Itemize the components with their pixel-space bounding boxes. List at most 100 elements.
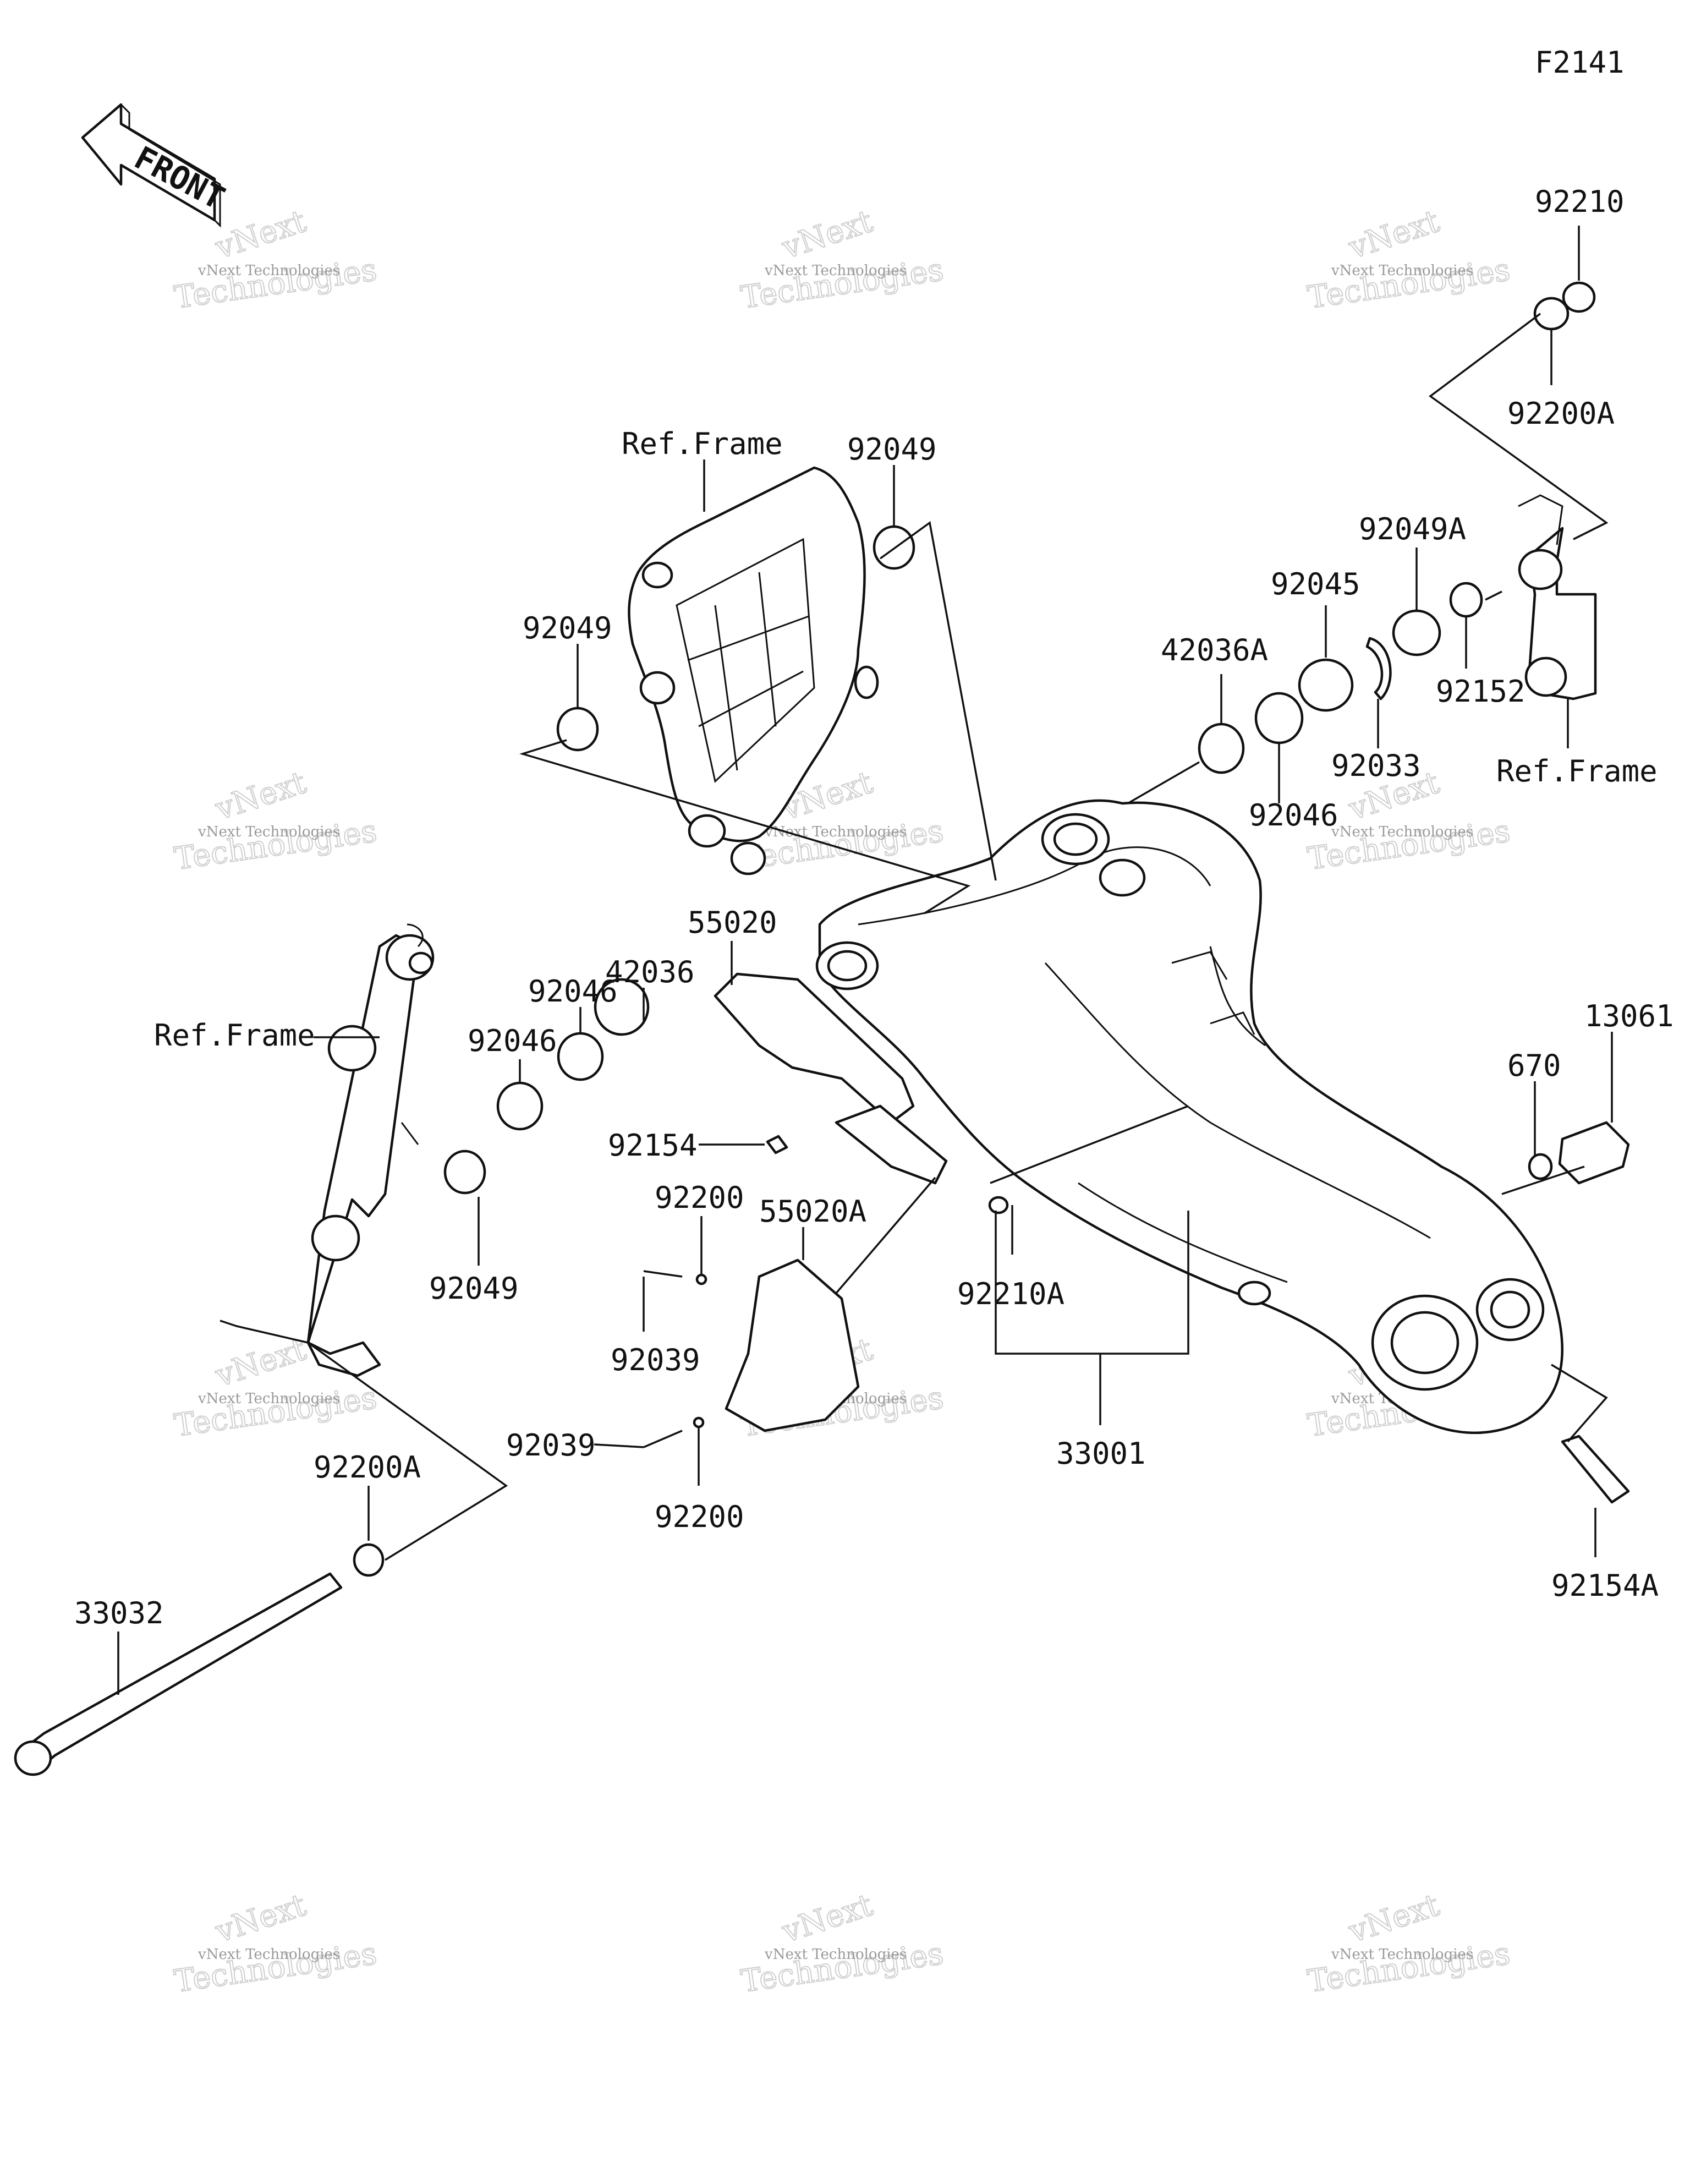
oring-670 <box>1528 1153 1553 1180</box>
callout-13061: 13061 <box>1584 999 1674 1033</box>
callout-92045: 92045 <box>1271 567 1360 601</box>
seal-92049-left <box>556 707 599 752</box>
needle-bearing-92046-b <box>496 1081 544 1131</box>
svg-text:vNext Technologies: vNext Technologies <box>764 1946 907 1963</box>
svg-text:Technologies: Technologies <box>739 1936 946 2000</box>
svg-text:vNext: vNext <box>777 1887 877 1950</box>
svg-text:Technologies: Technologies <box>1305 252 1512 316</box>
svg-text:Technologies: Technologies <box>172 1380 379 1444</box>
callout-55020a: 55020A <box>759 1194 866 1229</box>
washer-92200-upper <box>695 1273 707 1285</box>
chain-guard-55020-tail <box>835 1104 948 1185</box>
seal-92049a <box>1392 609 1441 656</box>
front-arrow-icon: FRONT <box>81 103 231 228</box>
svg-text:Technologies: Technologies <box>1305 1936 1512 2000</box>
svg-text:vNext: vNext <box>211 203 310 266</box>
svg-text:Technologies: Technologies <box>172 813 379 877</box>
bolt-92154 <box>766 1135 788 1154</box>
sleeve-42036a <box>1198 722 1245 774</box>
bolt-92154a <box>1561 1435 1630 1504</box>
sleeve-42036 <box>594 978 650 1036</box>
callout-92049-top: 92049 <box>847 432 937 467</box>
cover-55020a <box>725 1258 860 1432</box>
callout-92039-upper: 92039 <box>611 1343 700 1377</box>
svg-text:vNext: vNext <box>211 764 310 827</box>
callout-670: 670 <box>1507 1048 1561 1083</box>
watermark-4: vNext Technologies vNext Technologies <box>172 764 380 877</box>
callout-92210a: 92210A <box>957 1277 1065 1311</box>
washer-92200a-top <box>1533 297 1570 331</box>
swingarm-33001 <box>815 799 1563 1435</box>
small-parts <box>14 281 1630 1776</box>
watermark-1: vNext Technologies vNext Technologies <box>172 202 380 316</box>
svg-text:vNext Technologies: vNext Technologies <box>1331 824 1473 840</box>
axle-33032-head <box>14 1740 52 1776</box>
callout-92049-left: 92049 <box>523 611 612 645</box>
frame-bracket-left <box>306 923 435 1377</box>
svg-text:vNext Technologies: vNext Technologies <box>197 262 340 279</box>
svg-text:Technologies: Technologies <box>739 252 946 316</box>
callout-92049-bottom: 92049 <box>429 1271 519 1306</box>
callout-92200a-bottom: 92200A <box>314 1450 421 1485</box>
chain-guard-55020 <box>714 972 915 1124</box>
callout-92049a: 92049A <box>1359 512 1466 546</box>
front-label: FRONT <box>128 139 231 217</box>
watermark-11: vNext Technologies vNext Technologies <box>738 1886 946 2000</box>
adjuster-13061 <box>1558 1121 1630 1185</box>
washer-92200-lower <box>693 1416 705 1428</box>
svg-text:vNext: vNext <box>211 1887 310 1950</box>
svg-text:vNext Technologies: vNext Technologies <box>197 1391 340 1407</box>
callout-ref-frame-top: Ref.Frame <box>622 426 783 461</box>
svg-text:vNext Technologies: vNext Technologies <box>197 824 340 840</box>
leader-lines <box>117 226 1613 1695</box>
callout-92152: 92152 <box>1436 674 1526 709</box>
callout-92154: 92154 <box>608 1128 698 1163</box>
callout-92039-lower: 92039 <box>506 1428 596 1463</box>
svg-text:vNext Technologies: vNext Technologies <box>1331 1946 1473 1963</box>
callout-92200a-top: 92200A <box>1507 396 1615 431</box>
callout-42036: 42036 <box>605 955 695 989</box>
callout-33032: 33032 <box>74 1596 164 1630</box>
callout-92200-lower: 92200 <box>655 1499 744 1534</box>
callout-92033: 92033 <box>1331 748 1421 783</box>
nut-92210a <box>988 1196 1009 1214</box>
callout-92046-b: 92046 <box>468 1023 557 1058</box>
callout-42036a: 42036A <box>1161 633 1268 667</box>
svg-text:vNext: vNext <box>1344 203 1444 266</box>
collar-92152 <box>1449 582 1483 618</box>
seal-92049-bottom <box>443 1150 486 1195</box>
callout-92200-upper: 92200 <box>655 1180 744 1215</box>
svg-text:vNext: vNext <box>211 1331 310 1394</box>
frame-bracket-right <box>1518 494 1597 700</box>
callout-ref-frame-right: Ref.Frame <box>1496 754 1658 789</box>
pin-92039-upper <box>643 1270 683 1278</box>
callout-92154a: 92154A <box>1551 1568 1659 1603</box>
svg-text:Technologies: Technologies <box>172 1936 379 2000</box>
callout-labels: 92210 92200A Ref.Frame 92049 92049 92049… <box>74 184 1674 1630</box>
circlip-92033 <box>1365 637 1392 700</box>
needle-bearing-92046-right <box>1254 692 1304 745</box>
svg-text:vNext Technologies: vNext Technologies <box>764 262 907 279</box>
callout-92046-right: 92046 <box>1249 798 1338 833</box>
callout-92046-a: 92046 <box>528 974 618 1009</box>
watermark-2: vNext Technologies vNext Technologies <box>738 202 946 316</box>
watermark-12: vNext Technologies vNext Technologies <box>1305 1886 1513 2000</box>
svg-text:vNext: vNext <box>1344 1887 1444 1950</box>
callout-ref-frame-left: Ref.Frame <box>154 1018 315 1053</box>
nut-92210 <box>1562 281 1596 313</box>
axle-33032 <box>20 1572 343 1771</box>
svg-text:vNext: vNext <box>777 203 877 266</box>
figure-code: F2141 <box>1535 45 1625 80</box>
watermark-3: vNext Technologies vNext Technologies <box>1305 202 1513 316</box>
washer-92200a-bottom <box>353 1543 385 1577</box>
pin-92039-lower <box>643 1430 683 1448</box>
watermark-10: vNext Technologies vNext Technologies <box>172 1886 380 2000</box>
svg-text:vNext Technologies: vNext Technologies <box>197 1946 340 1963</box>
bearing-92045 <box>1298 658 1354 712</box>
frame-bracket-top <box>628 466 879 875</box>
callout-92210: 92210 <box>1535 184 1625 219</box>
callout-55020: 55020 <box>688 905 777 940</box>
needle-bearing-92046-a <box>557 1032 604 1081</box>
callout-33001: 33001 <box>1056 1436 1146 1471</box>
